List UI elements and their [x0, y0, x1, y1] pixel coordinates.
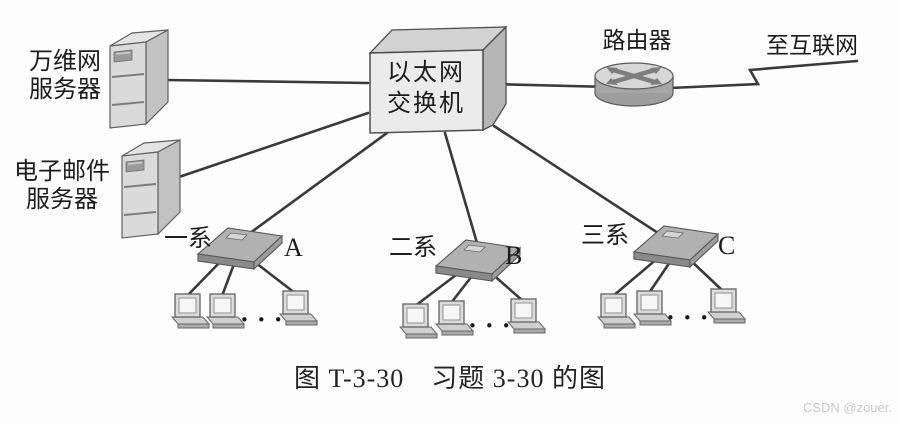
- link-switch-dept-a: [248, 131, 389, 235]
- to-internet-label: 至互联网: [766, 33, 858, 58]
- computer-icon: [171, 293, 210, 329]
- link-a-host1: [185, 258, 224, 298]
- link-a-host2: [220, 262, 236, 298]
- connection-lines: [165, 59, 859, 308]
- link-a-host3: [250, 258, 297, 295]
- dept-c-name: 三系: [581, 223, 629, 249]
- dept-c-more-hosts-ellipsis: •••: [666, 309, 717, 327]
- link-switch-dept-b: [443, 131, 479, 245]
- email-server-label-line2: 服务器: [26, 187, 98, 213]
- watermark: CSDN @zouer.: [802, 400, 892, 415]
- link-www-server-switch: [165, 78, 370, 85]
- dept-a-switch-letter: A: [284, 233, 303, 262]
- computer-icon: [597, 293, 636, 329]
- router-icon: [594, 62, 674, 107]
- ethernet-switch-label-line1: 以太网: [387, 60, 465, 86]
- computer-icon: [399, 303, 438, 339]
- www-server-label: 万维网 服务器: [20, 48, 110, 104]
- computer-icon: [206, 293, 245, 329]
- email-server-label: 电子邮件 服务器: [10, 158, 114, 214]
- link-c-host1: [611, 256, 660, 298]
- internet-zigzag-line: [668, 59, 859, 90]
- dept-a-name: 一系: [164, 226, 212, 252]
- router-label: 路由器: [602, 28, 672, 53]
- figure-caption: 图 T-3-30 习题 3-30 的图: [294, 364, 606, 393]
- www-server-icon: [109, 29, 169, 129]
- link-c-host2: [647, 260, 672, 295]
- link-b-host1: [413, 270, 462, 308]
- dept-a-more-hosts-ellipsis: •••: [240, 311, 291, 329]
- link-switch-dept-c: [492, 124, 660, 235]
- link-switch-router: [488, 82, 612, 89]
- email-server-label-line1: 电子邮件: [14, 159, 110, 185]
- dept-b-name: 二系: [389, 235, 437, 261]
- www-server-label-line1: 万维网: [29, 49, 101, 75]
- ethernet-switch-icon: [368, 25, 508, 134]
- www-server-label-line2: 服务器: [29, 77, 101, 103]
- dept-c-switch-icon: [633, 225, 719, 268]
- dept-b-switch-letter: B: [505, 241, 523, 270]
- ethernet-switch-label-line2: 交换机: [387, 91, 465, 117]
- link-email-server-switch: [177, 111, 370, 179]
- router-cross-arrows-icon: [610, 67, 658, 85]
- dept-c-switch-letter: C: [718, 231, 736, 260]
- ethernet-switch-label: 以太网 交换机: [369, 58, 483, 120]
- link-b-host2: [449, 274, 474, 305]
- dept-b-more-hosts-ellipsis: •••: [468, 317, 519, 335]
- email-server-icon: [121, 139, 181, 239]
